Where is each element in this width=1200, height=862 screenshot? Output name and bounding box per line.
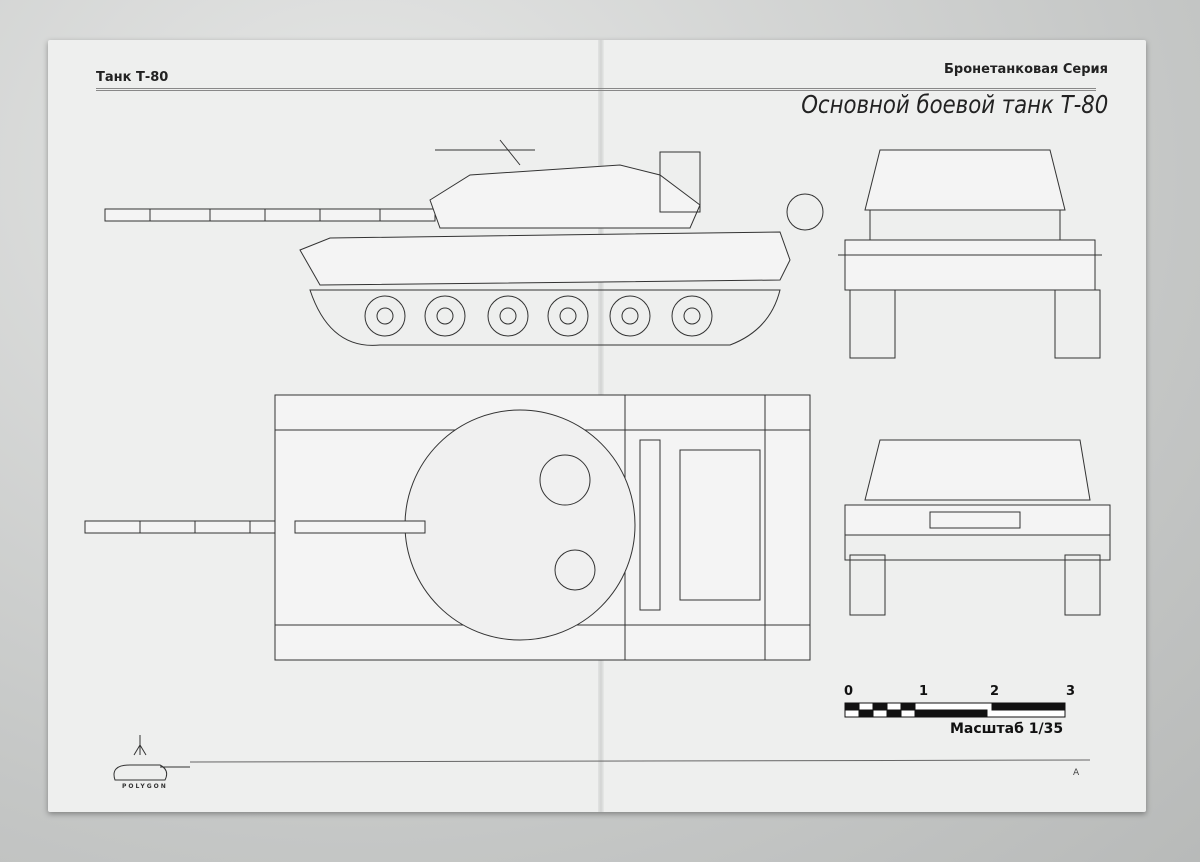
scale-tick-1: 1 [919, 684, 929, 699]
rear-view-drawing [844, 439, 1111, 616]
scale-tick-2: 2 [990, 684, 1000, 699]
header-right: Бронетанковая Серия [944, 62, 1108, 77]
footer-rule [189, 759, 1091, 763]
scale-tick-3: 3 [1066, 684, 1076, 699]
scale-tick-0: 0 [844, 684, 854, 699]
logo-text: POLYGON [122, 783, 168, 790]
header-rule [96, 88, 1096, 91]
page-title: Основной боевой танк Т-80 [800, 90, 1108, 119]
top-view-drawing [84, 394, 811, 661]
scale-label: Масштаб 1/35 [950, 721, 1064, 737]
road-wheels [364, 295, 713, 337]
front-view-drawing [838, 149, 1102, 359]
page-letter: A [1073, 768, 1080, 778]
side-view-drawing [104, 139, 824, 346]
header-left: Танк Т-80 [96, 70, 169, 85]
scale-bar [844, 702, 1066, 718]
polygon-logo [113, 735, 190, 781]
